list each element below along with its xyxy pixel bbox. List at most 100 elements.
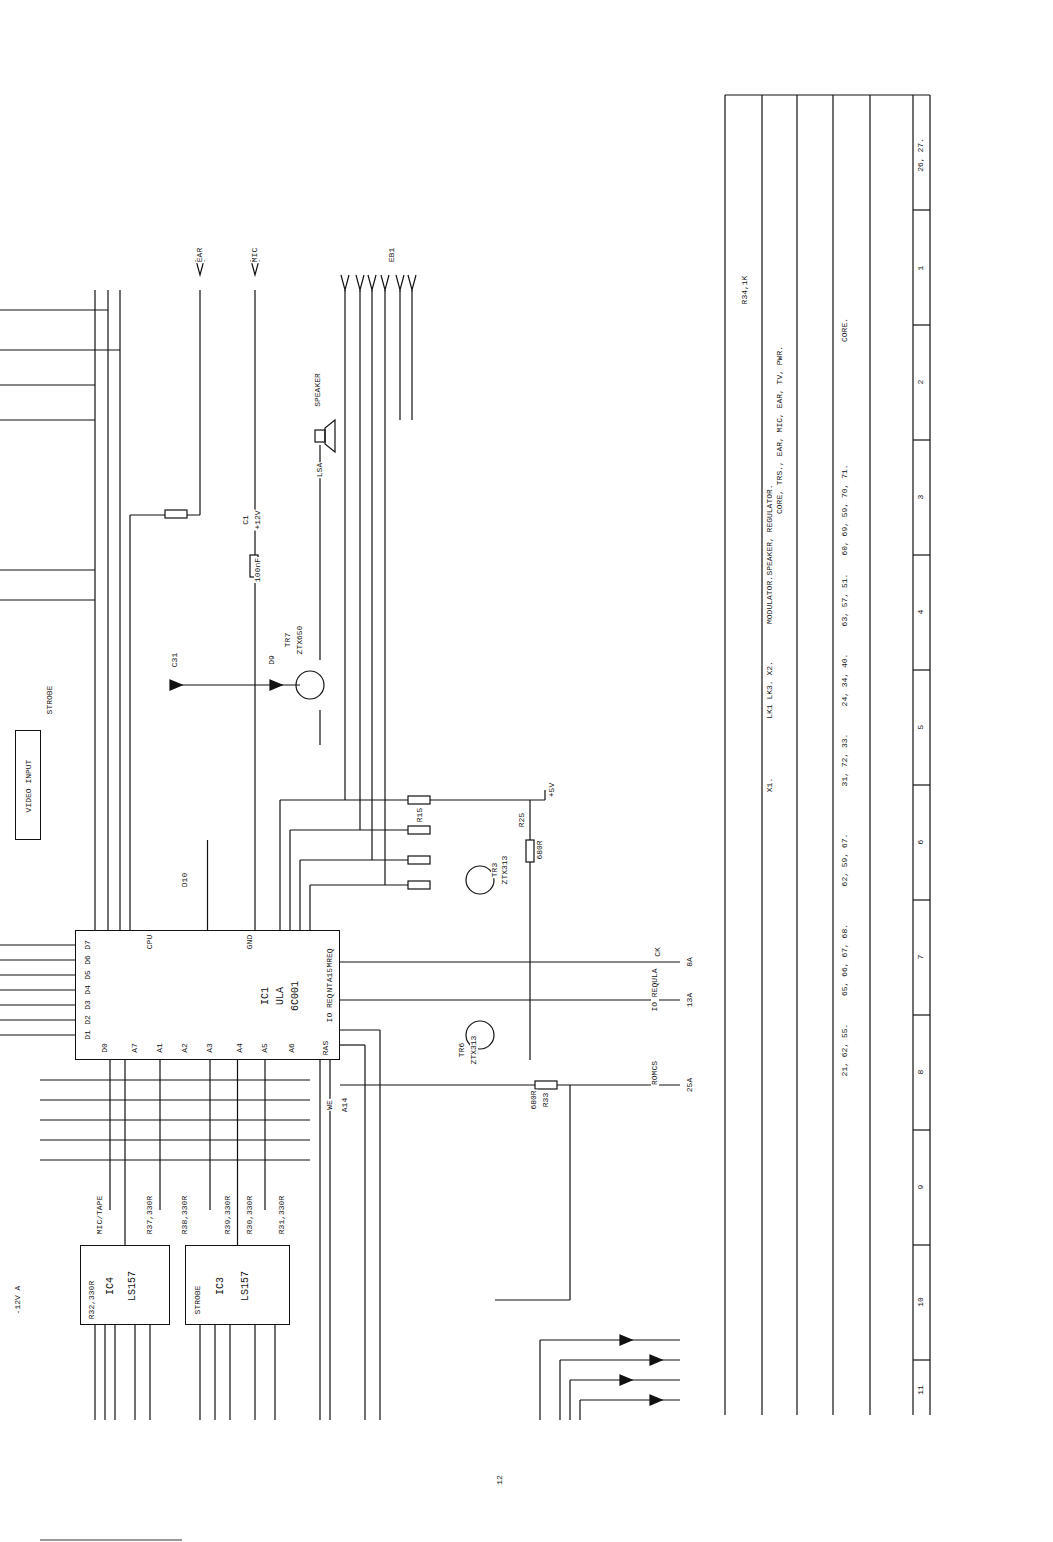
table-cell: X1.	[766, 777, 774, 793]
signal-label: R25	[518, 812, 526, 828]
signal-label: CK	[654, 946, 662, 958]
signal-label: MREQ	[326, 947, 334, 968]
signal-label: D3	[84, 999, 92, 1011]
wire	[207, 840, 208, 930]
wire	[237, 1060, 238, 1245]
signal-label: 13A	[686, 992, 694, 1008]
column-number: 7	[917, 954, 925, 961]
signal-label: -12V A	[14, 1285, 22, 1316]
signal-label: 680R	[530, 1089, 538, 1110]
column-number: 2	[917, 379, 925, 386]
connector-box: VIDEO INPUT	[15, 730, 41, 840]
signal-label: R38,330R	[181, 1195, 189, 1235]
signal-label: CPU	[146, 934, 154, 950]
signal-label: A15	[326, 967, 334, 983]
signal-label: IO REQULA	[651, 967, 659, 1012]
signal-label: A3	[206, 1042, 214, 1054]
signal-label: A5	[261, 1042, 269, 1054]
signal-label: R34,1K	[741, 275, 749, 306]
signal-label: D10	[181, 872, 189, 888]
signal-label: 25A	[686, 1077, 694, 1093]
table-cell: CORE, TRS., EAR, MIC, EAR, TV, PWR.	[776, 345, 784, 515]
chip-label: ULA	[276, 986, 286, 1006]
signal-label: IO REQ	[326, 993, 334, 1024]
signal-label: R32,330R	[88, 1280, 96, 1320]
column-number: 5	[917, 724, 925, 731]
signal-label: 680R	[536, 839, 544, 860]
signal-label: ROMCS	[651, 1060, 659, 1086]
signal-label: 8A	[686, 956, 694, 968]
signal-label: A2	[181, 1042, 189, 1054]
column-number: 3	[917, 494, 925, 501]
table-cell: 26, 27.	[917, 137, 925, 173]
signal-label: TR3	[491, 862, 499, 878]
signal-label: D6	[84, 954, 92, 966]
table-cell: SPEAKER, REGULATOR.	[766, 483, 774, 576]
signal-label: A14	[341, 1097, 349, 1113]
signal-label: D4	[84, 984, 92, 996]
column-number: 11	[917, 1384, 925, 1396]
signal-label: TR6	[458, 1042, 466, 1058]
column-number: 10	[917, 1296, 925, 1308]
table-cell: 62, 59, 67.	[841, 833, 849, 888]
chip-label: IC1	[261, 986, 271, 1006]
table-cell: 65, 66, 67, 68.	[841, 923, 849, 997]
table-cell: LK1 LK3. X2.	[766, 660, 774, 720]
signal-label: A1	[156, 1042, 164, 1054]
signal-label: STROBE	[194, 1285, 202, 1316]
table-cell: 63, 57, 51.	[841, 573, 849, 628]
table-cell: 31, 72, 33.	[841, 733, 849, 788]
signal-label: WE	[326, 1099, 334, 1111]
signal-label: EAR	[196, 247, 204, 263]
signal-label: D2	[84, 1014, 92, 1026]
signal-label: C31	[171, 652, 179, 668]
signal-label: MIC/TAPE	[96, 1195, 104, 1235]
signal-label: ZTX313	[470, 1035, 478, 1066]
chip-label: LS157	[128, 1270, 138, 1302]
signal-label: TR7	[284, 632, 292, 648]
signal-label: EB1	[388, 247, 396, 263]
signal-label: ZTX650	[296, 625, 304, 656]
signal-label: R33	[542, 1092, 550, 1108]
signal-label: D9	[268, 654, 276, 666]
signal-label: +5V	[548, 782, 556, 798]
table-cell: 21, 62, 55.	[841, 1023, 849, 1078]
chip-label: IC3	[216, 1276, 226, 1296]
chip-label: 6C001	[291, 980, 301, 1012]
signal-label: D0	[101, 1042, 109, 1054]
table-cell: 24, 34, 40.	[841, 653, 849, 708]
chip-label: IC4	[106, 1276, 116, 1296]
column-number: 9	[917, 1184, 925, 1191]
table-cell: MODULATOR.	[766, 575, 774, 625]
table-cell: CORE.	[841, 317, 849, 343]
column-number: 8	[917, 1069, 925, 1076]
signal-label: R31,330R	[278, 1195, 286, 1235]
chip-label: LS157	[241, 1270, 251, 1302]
signal-label: C1	[242, 514, 250, 526]
signal-label: ZTX313	[501, 855, 509, 886]
signal-label: D5	[84, 969, 92, 981]
signal-label: A6	[288, 1042, 296, 1054]
wire	[124, 1060, 125, 1245]
signal-label: R15	[416, 807, 424, 823]
column-number: 12	[496, 1474, 504, 1486]
ic-chip: IC1 ULA 6C001	[75, 930, 340, 1060]
signal-label: 100nF	[254, 557, 262, 583]
column-number: 1	[917, 265, 925, 272]
signal-label: STROBE	[46, 685, 54, 716]
signal-label: R37,330R	[146, 1195, 154, 1235]
signal-label: A4	[236, 1042, 244, 1054]
signal-label: SPEAKER	[314, 372, 322, 408]
table-cell: 60, 69, 59, 70, 71.	[841, 463, 849, 556]
chip-label: VIDEO INPUT	[25, 759, 33, 814]
signal-label: +12V	[254, 509, 262, 530]
signal-label: A7	[131, 1042, 139, 1054]
column-number: 6	[917, 839, 925, 846]
signal-label: R39,330R	[224, 1195, 232, 1235]
signal-label: R30,330R	[246, 1195, 254, 1235]
signal-label: D1	[84, 1029, 92, 1041]
signal-label: GND	[246, 934, 254, 950]
signal-label: RAS	[322, 1040, 330, 1056]
